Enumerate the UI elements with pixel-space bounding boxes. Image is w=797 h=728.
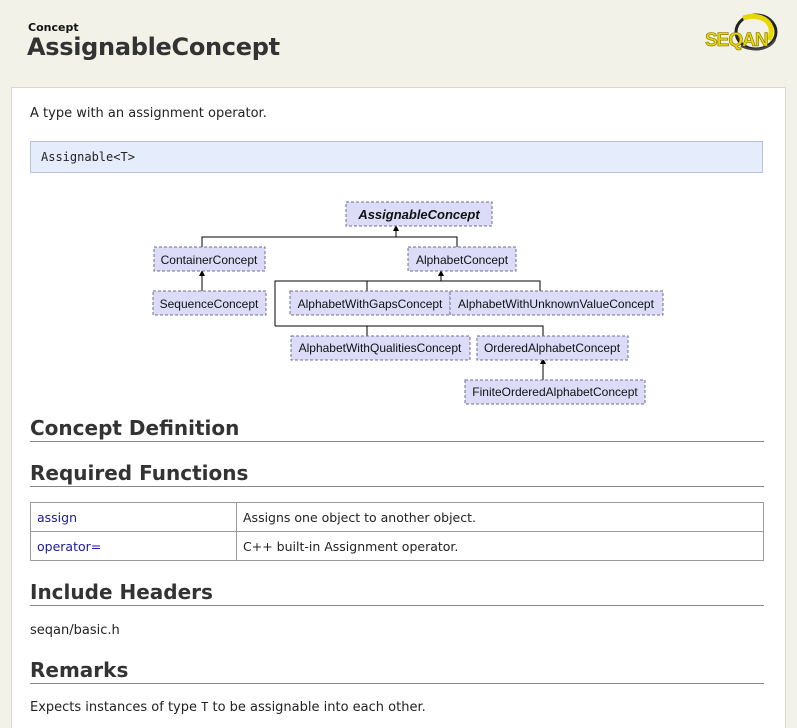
page-title: AssignableConcept (27, 33, 280, 61)
include-header-path: seqan/basic.h (30, 623, 120, 638)
node-alphabet-concept[interactable]: AlphabetConcept (407, 246, 517, 272)
signature-box: Assignable<T> (30, 141, 763, 173)
remark-text: Expects instances of type T to be assign… (30, 700, 426, 715)
concept-hierarchy-diagram: AssignableConcept ContainerConcept Alpha… (152, 201, 664, 405)
svg-text:OrderedAlphabetConcept: OrderedAlphabetConcept (484, 341, 621, 355)
svg-text:AssignableConcept: AssignableConcept (357, 207, 480, 222)
section-remarks: Remarks (30, 658, 764, 684)
content-panel: A type with an assignment operator. Assi… (11, 87, 786, 728)
node-sequence-concept[interactable]: SequenceConcept (152, 290, 267, 316)
node-alphabet-with-qualities-concept[interactable]: AlphabetWithQualitiesConcept (290, 335, 471, 361)
svg-text:ContainerConcept: ContainerConcept (161, 253, 258, 267)
node-alphabet-with-unknown-value-concept[interactable]: AlphabetWithUnknownValueConcept (449, 290, 664, 316)
logo-text: SEQAN (705, 30, 768, 51)
seqan-logo[interactable]: SEQAN (703, 10, 781, 56)
required-functions-table: assign Assigns one object to another obj… (30, 502, 764, 561)
table-row: assign Assigns one object to another obj… (30, 502, 764, 532)
function-link-operator-assign[interactable]: operator= (37, 538, 102, 554)
node-ordered-alphabet-concept[interactable]: OrderedAlphabetConcept (476, 335, 629, 361)
remark-text-pre: Expects instances of type (30, 700, 202, 715)
remark-text-post: to be assignable into each other. (208, 700, 426, 715)
function-description: Assigns one object to another object. (236, 502, 764, 532)
section-include-headers: Include Headers (30, 580, 764, 606)
page-header: Concept AssignableConcept SEQAN (0, 0, 797, 86)
entity-kind-label: Concept (28, 21, 79, 34)
table-row: operator= C++ built-in Assignment operat… (30, 531, 764, 561)
function-description: C++ built-in Assignment operator. (236, 531, 764, 561)
svg-text:AlphabetConcept: AlphabetConcept (416, 253, 509, 267)
svg-text:AlphabetWithUnknownValueConcep: AlphabetWithUnknownValueConcept (458, 297, 655, 311)
section-required-functions: Required Functions (30, 461, 764, 487)
function-cell: assign (30, 502, 237, 532)
remark-type-code: T (201, 700, 209, 714)
function-link-assign[interactable]: assign (37, 509, 78, 525)
node-container-concept[interactable]: ContainerConcept (153, 246, 266, 272)
function-cell: operator= (30, 531, 237, 561)
svg-text:FiniteOrderedAlphabetConcept: FiniteOrderedAlphabetConcept (472, 385, 638, 399)
svg-text:AlphabetWithGapsConcept: AlphabetWithGapsConcept (298, 297, 443, 311)
node-alphabet-with-gaps-concept[interactable]: AlphabetWithGapsConcept (289, 290, 451, 316)
svg-text:AlphabetWithQualitiesConcept: AlphabetWithQualitiesConcept (299, 341, 462, 355)
concept-summary: A type with an assignment operator. (30, 106, 267, 121)
section-concept-definition: Concept Definition (30, 416, 764, 442)
edge-alphabet-lower (275, 325, 544, 336)
svg-text:SequenceConcept: SequenceConcept (160, 297, 259, 311)
node-assignable-concept[interactable]: AssignableConcept (345, 201, 493, 227)
node-finite-ordered-alphabet-concept[interactable]: FiniteOrderedAlphabetConcept (464, 379, 646, 405)
